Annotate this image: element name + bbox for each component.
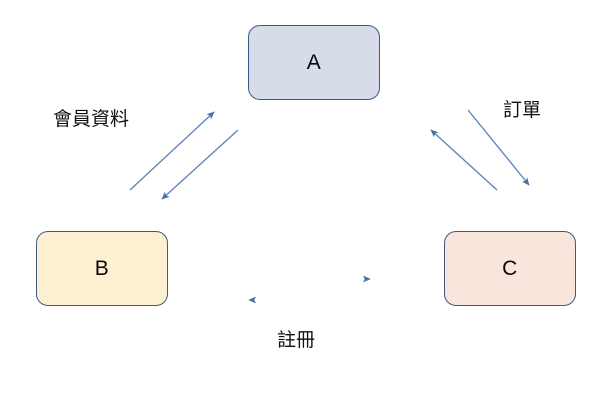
node-a[interactable]: A bbox=[248, 25, 380, 100]
edge-label-register: 註冊 bbox=[277, 329, 316, 351]
node-b[interactable]: B bbox=[36, 231, 168, 306]
node-c[interactable]: C bbox=[444, 231, 576, 306]
node-a-label: A bbox=[306, 51, 322, 74]
edge-label-member-data: 會員資料 bbox=[53, 108, 130, 130]
arrow-c-to-a bbox=[430, 129, 498, 191]
node-c-label: C bbox=[502, 257, 518, 280]
edge-label-order: 訂單 bbox=[503, 99, 542, 121]
node-b-label: B bbox=[94, 257, 110, 280]
arrow-a-to-c bbox=[467, 109, 530, 186]
arrow-b-to-a bbox=[129, 111, 215, 191]
arrow-a-to-b bbox=[161, 129, 239, 200]
